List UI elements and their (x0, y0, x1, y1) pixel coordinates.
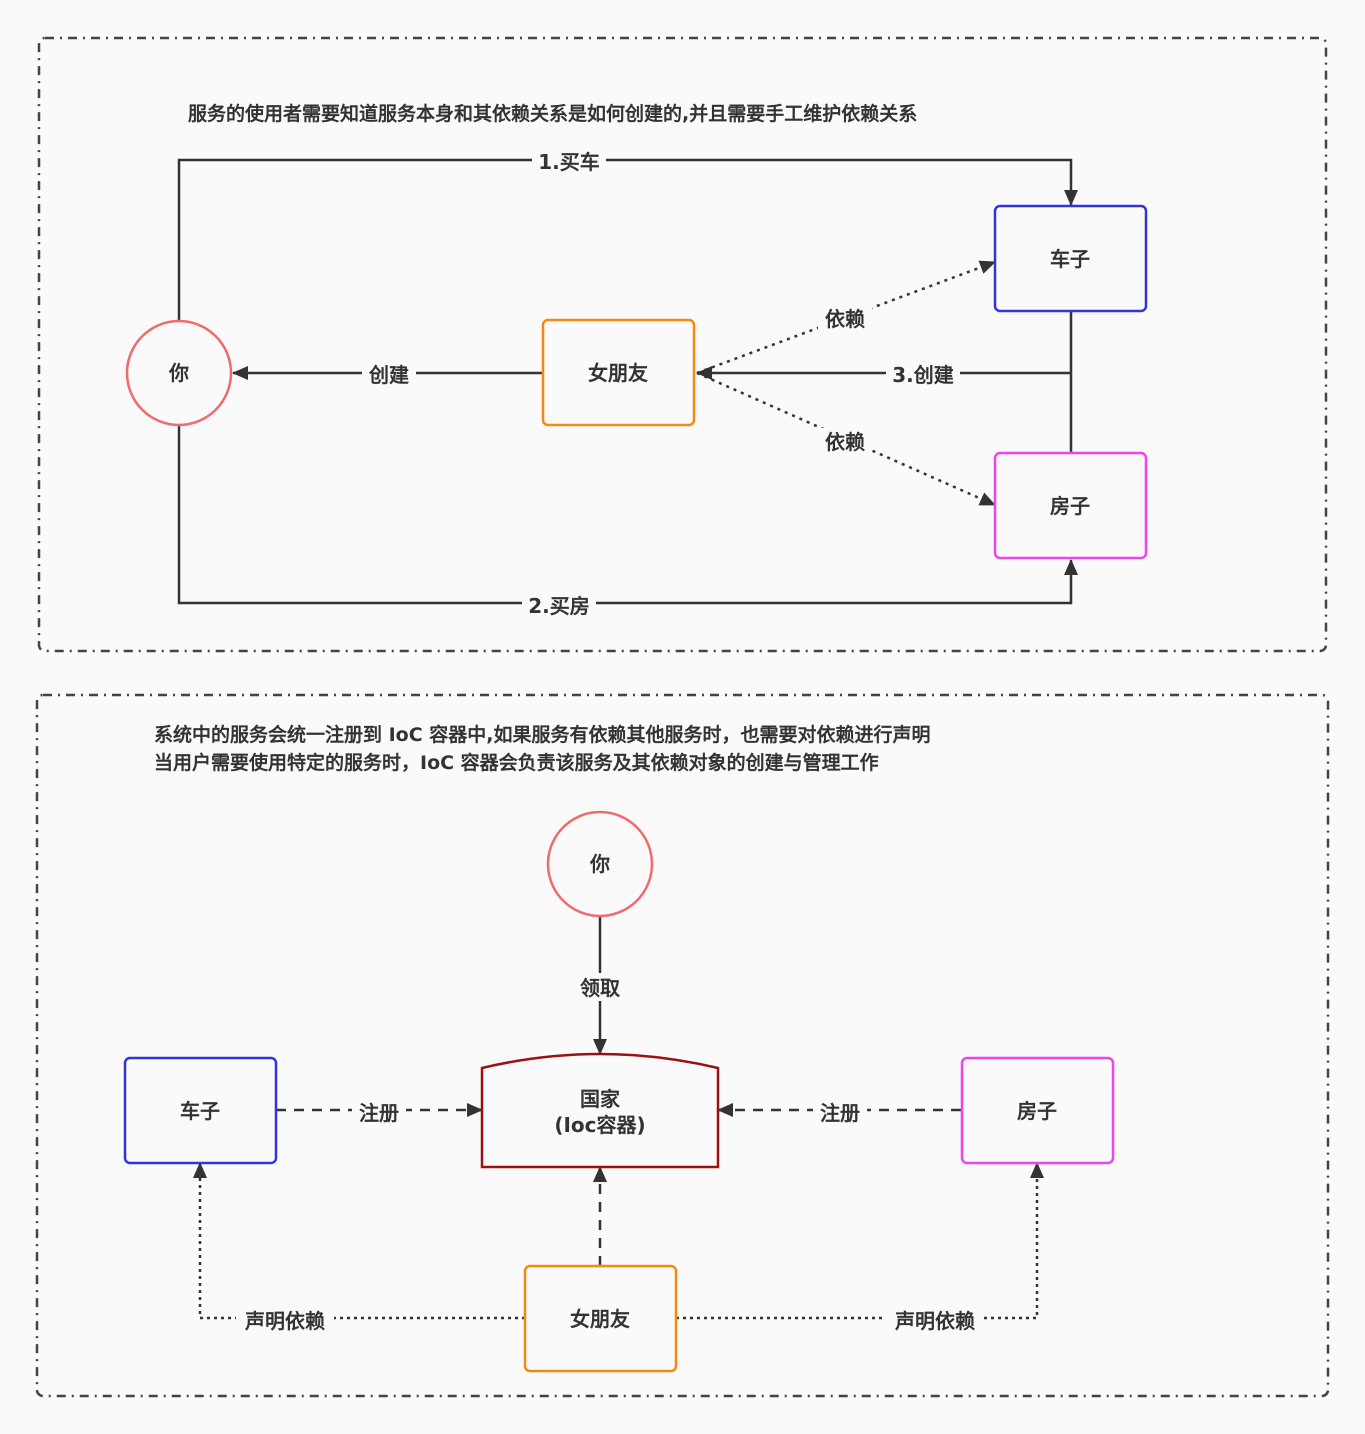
node-you (125, 319, 233, 427)
top-caption: 服务的使用者需要知道服务本身和其依赖关系是如何创建的,并且需要手工维护依赖关系 (188, 102, 917, 125)
node-girlfriend-bottom (523, 1264, 678, 1373)
node-house-bottom (960, 1056, 1115, 1165)
node-house-label: 房子 (1050, 494, 1090, 518)
label-buy-house: 2.买房 (528, 594, 590, 618)
node-you-bottom-label: 你 (589, 852, 610, 876)
node-car-label: 车子 (1050, 247, 1090, 271)
node-you-bottom (546, 810, 654, 918)
bottom-caption-line-1: 系统中的服务会统一注册到 IoC 容器中,如果服务有依赖其他服务时，也需要对依赖… (154, 723, 931, 746)
bottom-caption-line-2: 当用户需要使用特定的服务时，IoC 容器会负责该服务及其依赖对象的创建与管理工作 (154, 751, 879, 774)
edge-depends-car (696, 260, 996, 375)
node-container-label-line-2: (Ioc容器) (554, 1113, 645, 1137)
edge-declare-car (193, 1162, 525, 1320)
node-car-bottom-label: 车子 (180, 1099, 220, 1123)
label-buy-car: 1.买车 (538, 150, 600, 174)
edge-declare-house (676, 1162, 1044, 1320)
label-depends-house: 依赖 (825, 430, 865, 454)
label-register-house: 注册 (820, 1101, 860, 1125)
edge-buy-house (177, 426, 1078, 605)
edge-create-from-assets (697, 312, 1073, 453)
node-car (993, 204, 1148, 313)
label-declare-house: 声明依赖 (894, 1309, 975, 1333)
edge-buy-car (177, 158, 1078, 320)
bottom-panel-frame (35, 693, 1330, 1398)
top-panel: 服务的使用者需要知道服务本身和其依赖关系是如何创建的,并且需要手工维护依赖关系 … (37, 36, 1328, 653)
label-create-from-assets: 3.创建 (892, 363, 954, 387)
label-receive: 领取 (580, 976, 620, 1000)
node-house (993, 451, 1148, 560)
node-girlfriend-label: 女朋友 (588, 361, 648, 385)
node-house-bottom-label: 房子 (1017, 1099, 1057, 1123)
node-you-label: 你 (168, 361, 189, 385)
node-container (480, 1052, 720, 1169)
top-panel-frame (37, 36, 1328, 653)
node-girlfriend (541, 318, 696, 427)
node-car-bottom (123, 1056, 278, 1165)
label-create-girlfriend: 创建 (368, 363, 409, 387)
bottom-panel: 系统中的服务会统一注册到 IoC 容器中,如果服务有依赖其他服务时，也需要对依赖… (35, 693, 1330, 1398)
node-container-label-line-1: 国家 (580, 1087, 621, 1111)
label-declare-car: 声明依赖 (244, 1309, 325, 1333)
label-register-car: 注册 (359, 1101, 399, 1125)
node-girlfriend-bottom-label: 女朋友 (570, 1307, 630, 1331)
label-depends-car: 依赖 (825, 307, 865, 331)
